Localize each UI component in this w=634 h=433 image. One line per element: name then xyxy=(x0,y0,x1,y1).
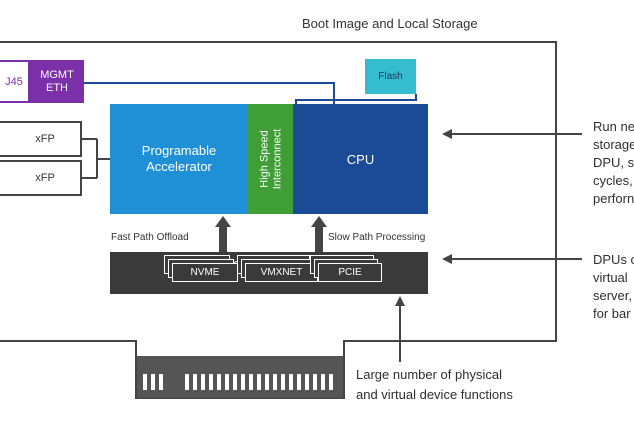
mgmt-label-line2: ETH xyxy=(46,81,68,94)
connector-pin xyxy=(185,374,189,390)
connector-pin xyxy=(289,374,293,390)
annotation-line: DPUs c xyxy=(593,252,634,267)
connector-pins xyxy=(143,374,333,390)
rj45-label: J45 xyxy=(5,75,23,88)
mgmt-to-cpu-wire xyxy=(84,82,335,104)
connector-pin xyxy=(159,374,163,390)
flash-label: Flash xyxy=(378,71,403,82)
xfp-port-bottom: xFP xyxy=(0,160,82,196)
fast-path-label: Fast Path Offload xyxy=(111,232,189,243)
arrow-right-mid xyxy=(442,254,582,264)
connector-pin xyxy=(329,374,333,390)
device-card-label: NVME xyxy=(190,267,220,278)
interconnect-label: High Speed Interconnect xyxy=(248,104,293,214)
connector-pin xyxy=(201,374,205,390)
arrow-bottom xyxy=(395,296,405,362)
connector-pin xyxy=(297,374,301,390)
connector-pin xyxy=(151,374,155,390)
connector-pin xyxy=(193,374,197,390)
connector-pin xyxy=(217,374,221,390)
annotation-right-mid: DPUs c virtual server, for bar xyxy=(593,251,634,323)
board-outline xyxy=(0,41,557,399)
edge-connector xyxy=(137,356,343,398)
mgmt-eth-port: MGMT ETH xyxy=(30,60,84,103)
xfp-to-accelerator-wire xyxy=(82,138,110,179)
connector-pin xyxy=(257,374,261,390)
annotation-line: Run ne xyxy=(593,119,634,134)
connector-pin xyxy=(241,374,245,390)
annotation-line: and virtual device functions xyxy=(356,387,513,402)
flash-block: Flash xyxy=(365,59,416,94)
annotation-line: cycles, xyxy=(593,173,633,188)
connector-pin xyxy=(313,374,317,390)
programmable-accelerator: Programable Accelerator xyxy=(110,104,248,214)
diagram-title: Boot Image and Local Storage xyxy=(302,16,478,31)
arrow-right-top xyxy=(442,129,582,139)
connector-pin xyxy=(209,374,213,390)
connector-pin xyxy=(321,374,325,390)
high-speed-interconnect: High Speed Interconnect xyxy=(248,104,293,214)
annotation-line: virtual xyxy=(593,270,628,285)
annotation-line: perforn xyxy=(593,191,634,206)
slow-path-label: Slow Path Processing xyxy=(328,232,426,243)
interconnect-label-line1: High Speed xyxy=(257,130,270,188)
annotation-bottom: Large number of physical and virtual dev… xyxy=(356,365,513,405)
xfp-bottom-label: xFP xyxy=(35,172,55,184)
cpu-block: CPU xyxy=(293,104,428,214)
device-card: NVME xyxy=(172,263,238,282)
fast-path-arrow xyxy=(215,216,231,252)
mgmt-label-line1: MGMT xyxy=(40,68,74,81)
connector-pin xyxy=(143,374,147,390)
device-card: PCIE xyxy=(318,263,382,282)
connector-pin xyxy=(233,374,237,390)
annotation-line: server, xyxy=(593,288,633,303)
annotation-right-top: Run ne storage DPU, s cycles, perforn xyxy=(593,118,634,208)
interconnect-label-line2: Interconnect xyxy=(270,128,283,190)
annotation-line: storage xyxy=(593,137,634,152)
annotation-line: for bar xyxy=(593,306,631,321)
connector-pin xyxy=(305,374,309,390)
rj45-port: J45 xyxy=(0,60,30,103)
cpu-label: CPU xyxy=(346,151,375,167)
accelerator-label-line2: Accelerator xyxy=(146,159,212,174)
xfp-port-top: xFP xyxy=(0,121,82,157)
annotation-line: Large number of physical xyxy=(356,367,502,382)
connector-pin xyxy=(281,374,285,390)
annotation-line: DPU, s xyxy=(593,155,634,170)
connector-pin xyxy=(249,374,253,390)
accelerator-label-line1: Programable xyxy=(141,143,217,158)
device-card-label: PCIE xyxy=(338,267,362,278)
device-card-label: VMXNET xyxy=(260,267,303,278)
flash-to-cpu-wire xyxy=(295,94,417,104)
slow-path-arrow xyxy=(311,216,327,252)
device-card: VMXNET xyxy=(245,263,318,282)
xfp-top-label: xFP xyxy=(35,133,55,145)
connector-pin xyxy=(265,374,269,390)
connector-pin xyxy=(225,374,229,390)
connector-pin xyxy=(273,374,277,390)
